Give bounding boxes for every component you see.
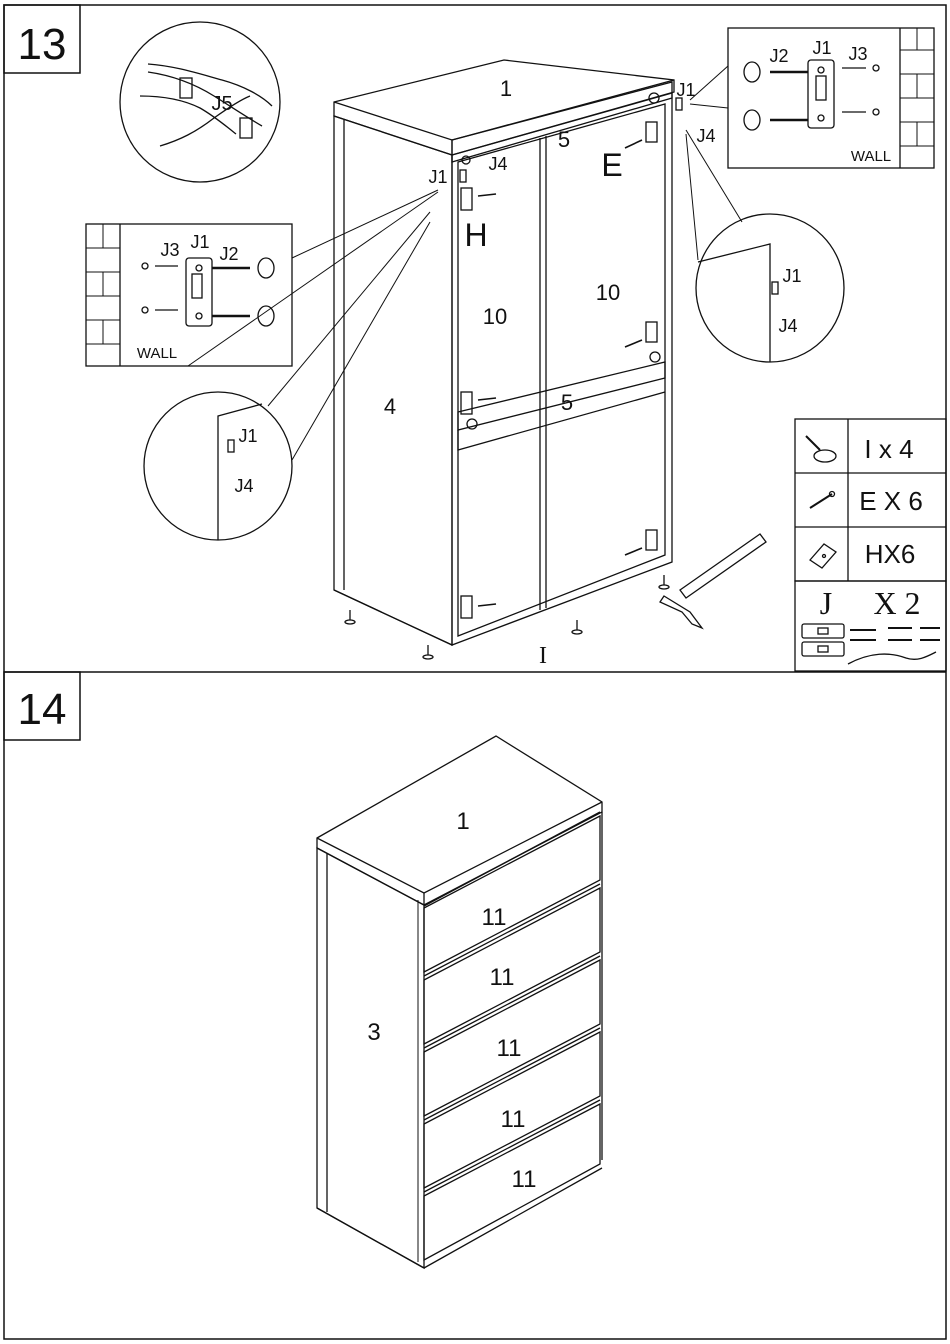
drawer-top-edge: [424, 812, 600, 906]
front-frame: [452, 93, 672, 645]
kit-qty: X 2: [873, 585, 920, 621]
callout-j3-right: J3: [848, 44, 867, 64]
foot-glide-icon: [806, 436, 836, 462]
callout-j4-front: J4: [488, 154, 507, 174]
callout-j3-left: J3: [160, 240, 179, 260]
hardware-row-3: HX6: [865, 539, 916, 569]
side-panel: [334, 116, 452, 645]
callout-j4-circle-left: J4: [234, 476, 253, 496]
part-label-h: H: [464, 217, 487, 253]
callout-j1-front: J1: [428, 167, 447, 187]
part-label-top-rail: 5: [558, 127, 570, 152]
part-label-top: 1: [500, 76, 512, 101]
part-label-e: E: [601, 147, 622, 183]
corner-bracket-icon: [810, 544, 836, 568]
part-label-j5: J5: [211, 93, 232, 115]
corner-bracket: [461, 596, 472, 618]
leader-line: [188, 192, 438, 366]
hole: [467, 419, 477, 429]
leader-line: [292, 222, 430, 460]
chest-side-bottom: [317, 1208, 424, 1268]
callout-j1-left: J1: [190, 232, 209, 252]
part-label-drawer-1: 11: [482, 904, 507, 931]
j1-detail-right: J1 J4: [696, 214, 844, 362]
part-label-i: I: [539, 643, 547, 669]
hole: [650, 352, 660, 362]
kit-letter: J: [820, 585, 832, 621]
hardware-row-1: I x 4: [864, 434, 913, 464]
callout-j4-circle-right: J4: [778, 316, 797, 336]
part-label-drawer-4: 11: [501, 1106, 526, 1133]
j1-bracket: [460, 170, 466, 182]
drawer-top-edge: [424, 884, 600, 976]
wall-label-right: WALL: [851, 148, 891, 165]
j1-detail-left: J1 J4: [144, 392, 292, 540]
leader-line: [690, 66, 728, 100]
step-13-number: 13: [18, 20, 67, 69]
corner-bracket: [646, 530, 657, 550]
screw-icon: [810, 492, 835, 509]
drawer-front: [424, 816, 600, 972]
part-label-drawer-2: 11: [490, 964, 515, 991]
corner-bracket: [461, 188, 472, 210]
wall-label-left: WALL: [137, 345, 177, 362]
cabinet-13: [334, 60, 766, 659]
part-label-door-left: 10: [483, 304, 507, 329]
callout-j4-right: J4: [696, 126, 715, 146]
callout-j2-left: J2: [219, 244, 238, 264]
wall-detail-right: J2 J1 J3 WALL: [728, 28, 934, 168]
corner-bracket: [646, 322, 657, 342]
callout-j1-circle-left: J1: [238, 426, 257, 446]
part-label-drawer-3: 11: [497, 1035, 522, 1062]
step-14: 14 1 3 1: [4, 672, 602, 1268]
leader-line: [690, 104, 728, 108]
part-label-drawer-5: 11: [512, 1166, 537, 1193]
part-label-chest-side: 3: [367, 1019, 380, 1046]
callout-j1-box-right: J1: [812, 38, 831, 58]
strap-detail: J5: [120, 22, 280, 182]
callout-j1-circle-right: J1: [782, 266, 801, 286]
step-13: 13: [4, 5, 946, 671]
hardware-row-2: E X 6: [859, 486, 923, 516]
callout-j2-right: J2: [769, 46, 788, 66]
part-label-side: 4: [384, 394, 396, 419]
kit-j: J X 2: [795, 581, 946, 671]
chest-side: [317, 848, 424, 1268]
wall-detail-left: J3 J1 J2 WALL: [86, 224, 292, 366]
part-label-chest-top: 1: [456, 808, 469, 835]
step-14-number: 14: [18, 685, 67, 734]
leader-line: [686, 134, 698, 260]
corner-bracket: [646, 122, 657, 142]
side-bottom: [334, 590, 452, 645]
part-label-middle-shelf: 5: [561, 390, 573, 415]
hammer-icon: [660, 534, 766, 628]
part-label-door-right: 10: [596, 280, 620, 305]
hardware-table: I x 4 E X 6 HX6: [795, 419, 946, 581]
leader-line: [292, 190, 438, 258]
